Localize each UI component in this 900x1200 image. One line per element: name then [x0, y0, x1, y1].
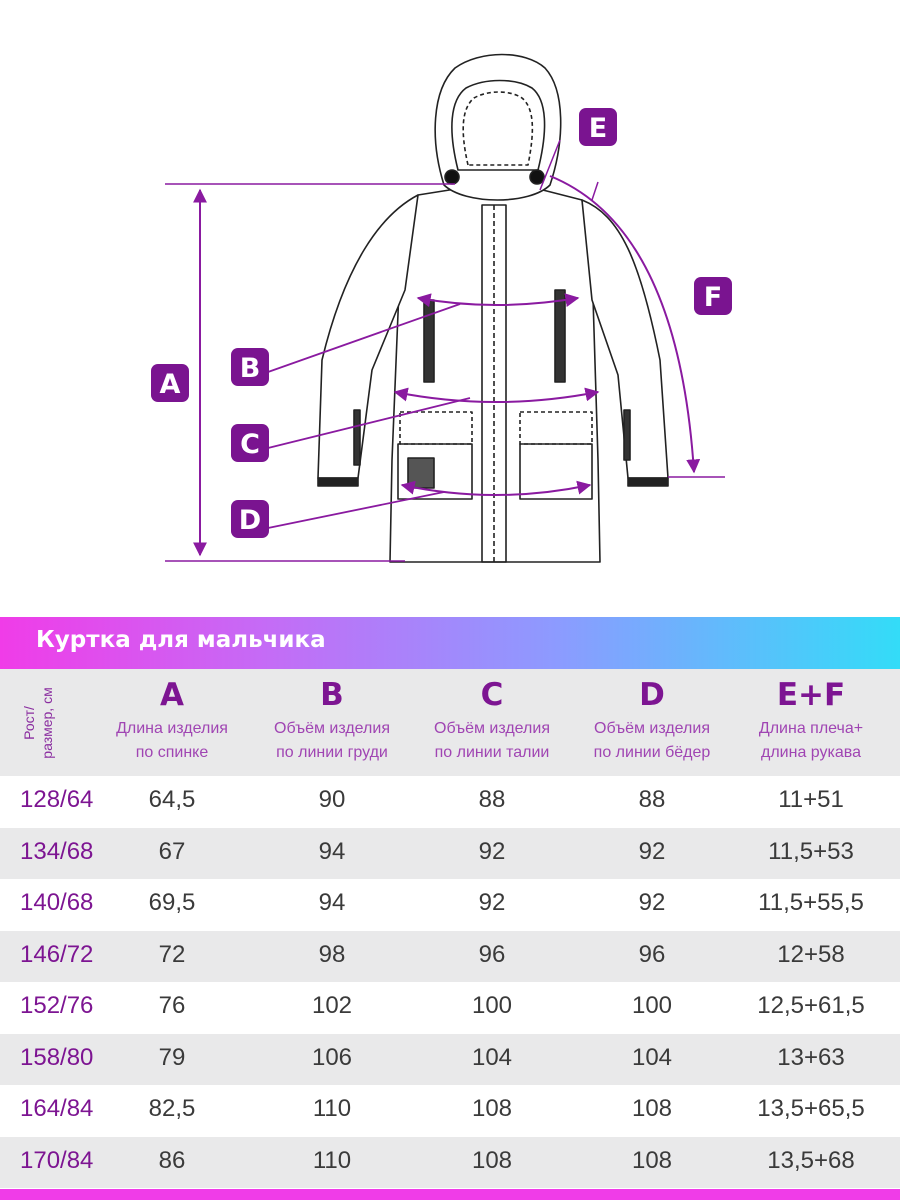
value-ef: 11,5+55,5 — [758, 889, 864, 916]
value-a: 76 — [158, 992, 186, 1019]
value-c: 108 — [471, 1146, 513, 1174]
column-header-d: D Объём изделия по линии бёдер — [572, 669, 732, 765]
column-header-a: A Длина изделия по спинке — [92, 669, 252, 765]
value-a: 64,5 — [148, 786, 196, 813]
value-ef: 13,5+68 — [767, 1146, 855, 1174]
column-desc-line2: по линии бёдер — [593, 744, 711, 761]
value-b: 102 — [311, 992, 353, 1019]
column-desc-line1: Длина плеча+ — [758, 720, 864, 737]
svg-text:B: B — [240, 353, 261, 384]
column-header-b: B Объём изделия по линии груди — [252, 669, 412, 765]
size-cell: 134/68 — [20, 837, 94, 865]
column-header-c: C Объём изделия по линии талии — [412, 669, 572, 765]
value-ef: 11+51 — [778, 786, 844, 813]
column-desc-line2: по линии талии — [434, 744, 550, 761]
svg-text:D: D — [239, 505, 261, 536]
size-cell: 158/80 — [20, 1043, 94, 1071]
value-d: 92 — [638, 837, 666, 865]
column-desc-line2: по линии груди — [276, 744, 388, 761]
value-b: 110 — [312, 1095, 352, 1122]
value-ef: 12+58 — [777, 940, 845, 968]
column-letter: D — [639, 677, 665, 713]
svg-text:A: A — [160, 369, 181, 400]
value-a: 72 — [158, 940, 186, 968]
size-table-body: 128/64 64,5 90 88 88 11+51 134/68 67 94 … — [0, 776, 900, 1188]
size-table-header: Рост/ размер, см A Длина изделия по спин… — [0, 669, 900, 776]
value-c: 96 — [478, 940, 506, 968]
column-letter: A — [160, 677, 184, 713]
label-f: F — [694, 277, 732, 315]
value-b: 90 — [318, 786, 346, 813]
column-desc-line1: Объём изделия — [434, 720, 550, 737]
size-cell: 170/84 — [20, 1146, 94, 1174]
column-desc-line2: длина рукава — [761, 744, 861, 761]
size-header-line1: Рост/ — [21, 706, 37, 740]
value-d: 88 — [638, 786, 666, 813]
column-letter: B — [320, 677, 344, 713]
table-row: 152/76 76 102 100 100 12,5+61,5 — [0, 982, 900, 1034]
value-c: 108 — [471, 1095, 513, 1122]
table-row: 140/68 69,5 94 92 92 11,5+55,5 — [0, 879, 900, 931]
bottom-accent-bar — [0, 1189, 900, 1200]
size-cell: 146/72 — [20, 940, 94, 968]
size-cell: 164/84 — [20, 1095, 94, 1122]
table-row: 134/68 67 94 92 92 11,5+53 — [0, 827, 900, 879]
value-b: 98 — [318, 940, 346, 968]
value-a: 69,5 — [148, 889, 196, 916]
table-row: 128/64 64,5 90 88 88 11+51 — [0, 776, 900, 828]
value-d: 92 — [638, 889, 666, 916]
value-c: 100 — [471, 992, 513, 1019]
value-d: 108 — [631, 1095, 673, 1122]
column-desc-line2: по спинке — [135, 744, 209, 761]
value-a: 86 — [158, 1146, 186, 1174]
table-row: 170/84 86 110 108 108 13,5+68 — [0, 1136, 900, 1188]
value-ef: 13+63 — [777, 1043, 845, 1071]
svg-text:F: F — [704, 282, 722, 313]
jacket-measurement-diagram: A B C D E F — [151, 53, 732, 563]
value-a: 82,5 — [148, 1095, 196, 1122]
svg-text:C: C — [240, 429, 260, 460]
column-desc-line1: Объём изделия — [594, 720, 710, 737]
label-e: E — [579, 108, 617, 146]
value-c: 88 — [478, 786, 506, 813]
column-letter: C — [480, 677, 504, 713]
value-c: 92 — [478, 889, 506, 916]
value-c: 92 — [478, 837, 506, 865]
table-row: 146/72 72 98 96 96 12+58 — [0, 930, 900, 982]
measurement-lines — [165, 139, 725, 562]
label-a: A — [151, 364, 189, 402]
value-a: 67 — [158, 837, 186, 865]
label-b: B — [231, 348, 269, 386]
size-cell: 152/76 — [20, 992, 94, 1019]
column-header-ef: E+F Длина плеча+ длина рукава — [731, 669, 891, 765]
value-ef: 13,5+65,5 — [757, 1095, 865, 1122]
value-b: 106 — [311, 1043, 353, 1071]
value-ef: 12,5+61,5 — [757, 992, 865, 1019]
size-header-line2: размер, см — [39, 687, 55, 759]
svg-text:E: E — [589, 113, 607, 144]
value-b: 94 — [318, 837, 346, 865]
table-row: 158/80 79 106 104 104 13+63 — [0, 1033, 900, 1085]
value-b: 110 — [312, 1146, 352, 1174]
value-d: 100 — [631, 992, 673, 1019]
table-row: 164/84 82,5 110 108 108 13,5+65,5 — [0, 1085, 900, 1137]
value-c: 104 — [471, 1043, 513, 1071]
title-bar: Куртка для мальчика — [0, 617, 900, 669]
label-c: C — [231, 424, 269, 462]
column-desc-line1: Длина изделия — [116, 720, 228, 737]
size-cell: 128/64 — [20, 786, 94, 813]
value-b: 94 — [318, 889, 346, 916]
value-d: 108 — [631, 1146, 673, 1174]
value-d: 96 — [638, 940, 666, 968]
column-letter: E+F — [776, 677, 846, 713]
column-desc-line1: Объём изделия — [274, 720, 390, 737]
jacket-drawing — [317, 53, 669, 563]
value-d: 104 — [631, 1043, 673, 1071]
value-a: 79 — [158, 1043, 186, 1071]
size-cell: 140/68 — [20, 889, 94, 916]
value-ef: 11,5+53 — [768, 837, 854, 865]
table-title: Куртка для мальчика — [36, 627, 326, 653]
size-column-header: Рост/ размер, см — [20, 679, 90, 767]
label-d: D — [231, 500, 269, 538]
